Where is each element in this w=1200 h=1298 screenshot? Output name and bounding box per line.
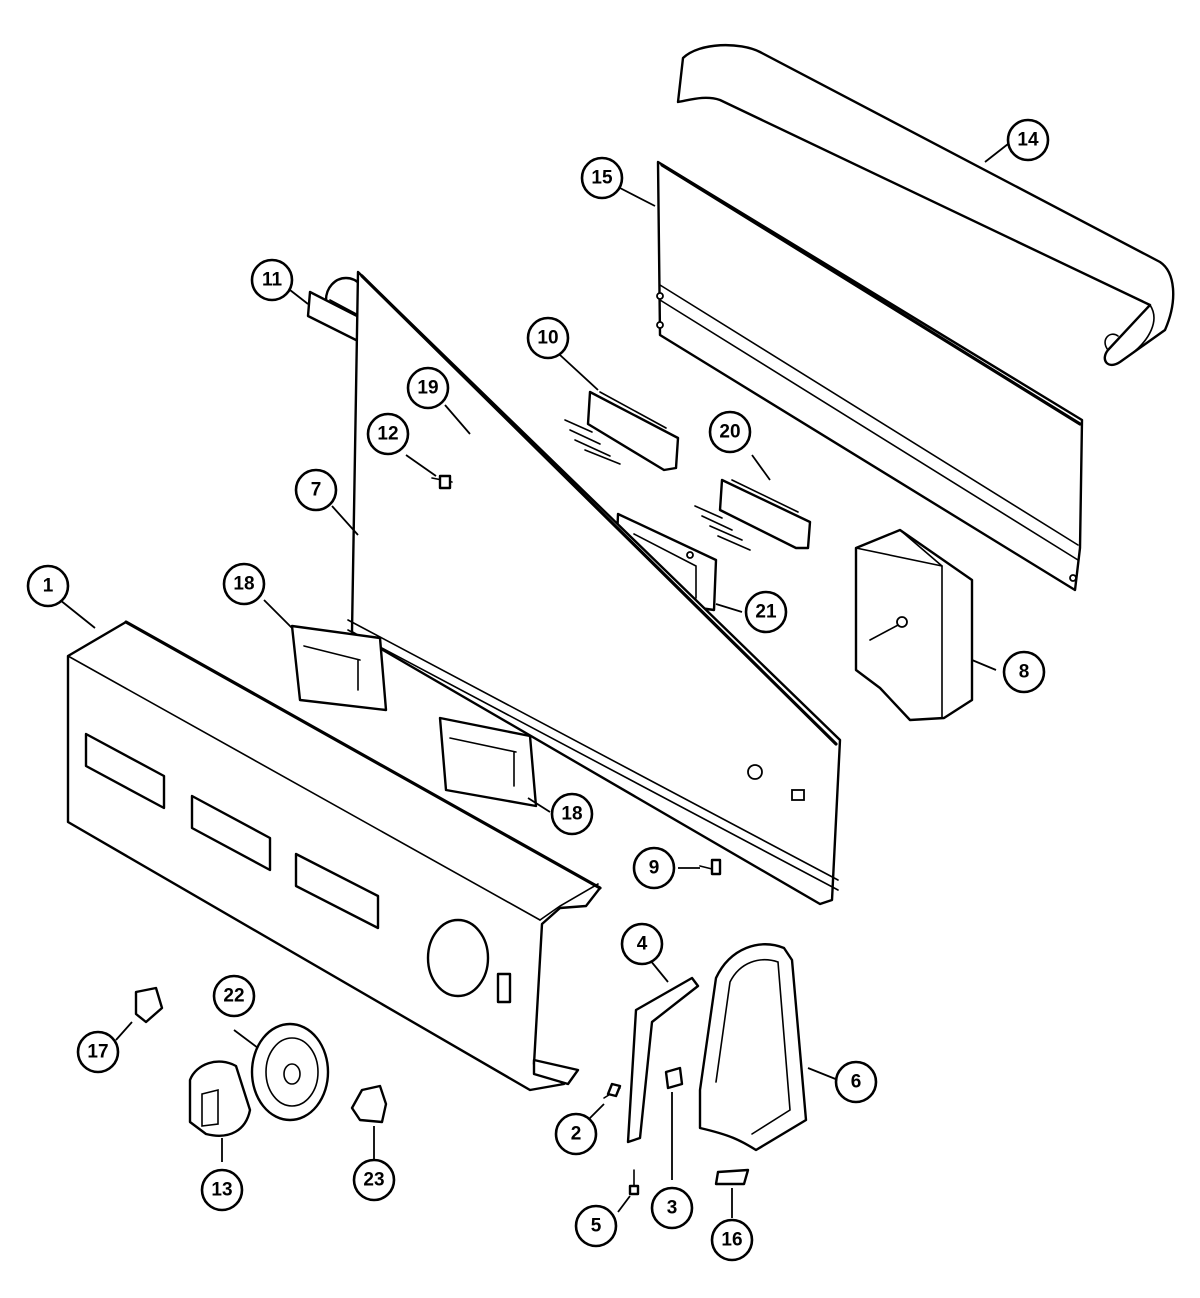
callout-label: 18 (561, 804, 582, 825)
part-13-dial-knob (188, 1060, 252, 1137)
callout-circle (708, 410, 752, 454)
callout-circle (212, 974, 256, 1018)
callout-circle (250, 258, 294, 302)
callout-circle (834, 1060, 878, 1104)
callout-label: 13 (211, 1180, 232, 1201)
callout-circle (1006, 118, 1050, 162)
callout-circle (76, 1030, 120, 1074)
part-9-screw (699, 858, 722, 876)
callout-circle (574, 1204, 618, 1248)
part-4-trim-strip (626, 976, 700, 1144)
callout-label: 17 (87, 1042, 108, 1063)
callout-label: 6 (851, 1072, 862, 1093)
part-20-switch-block (694, 478, 812, 551)
callout-1: 1 (26, 564, 70, 608)
callout-label: 23 (363, 1170, 384, 1191)
callout-13: 13 (200, 1168, 244, 1212)
callout-12: 12 (366, 412, 410, 456)
callout-circle (526, 316, 570, 360)
callout-16: 16 (710, 1218, 754, 1262)
callout-label: 4 (637, 934, 648, 955)
callout-label: 12 (377, 424, 398, 445)
callout-circle (294, 468, 338, 512)
callout-label: 15 (591, 168, 613, 189)
callout-6: 6 (834, 1060, 878, 1104)
callout-circle (580, 156, 624, 200)
callout-15: 15 (580, 156, 624, 200)
callout-2: 2 (554, 1112, 598, 1156)
callout-4: 4 (620, 922, 664, 966)
callout-18: 18 (222, 562, 266, 606)
callout-circle (620, 922, 664, 966)
leaders (59, 143, 1009, 1218)
callout-14: 14 (1006, 118, 1050, 162)
part-16-clip (714, 1168, 750, 1186)
callout-label: 20 (719, 422, 740, 443)
callout-3: 3 (650, 1186, 694, 1230)
callout-circle (554, 1112, 598, 1156)
callout-label: 8 (1019, 662, 1030, 683)
part-10-switch-block (564, 390, 680, 472)
callout-label: 5 (591, 1216, 602, 1237)
callout-circle (1002, 650, 1046, 694)
part-3-clip (664, 1066, 684, 1090)
callout-label: 10 (537, 328, 558, 349)
callout-circle (550, 792, 594, 836)
callout-label: 19 (417, 378, 438, 399)
callout-circle (26, 564, 70, 608)
callout-22: 22 (212, 974, 256, 1018)
callout-23: 23 (352, 1158, 396, 1202)
callout-17: 17 (76, 1030, 120, 1074)
part-5-screw (628, 1169, 640, 1196)
callout-label: 3 (667, 1198, 678, 1219)
callout-label: 1 (43, 576, 54, 597)
part-14-top-cover (676, 43, 1175, 367)
callout-circle (650, 1186, 694, 1230)
callout-circle (352, 1158, 396, 1202)
callout-circle (406, 366, 450, 410)
part-15-back-panel (656, 160, 1084, 592)
callout-9: 9 (632, 846, 676, 890)
callout-19: 19 (406, 366, 450, 410)
part-17-knob (134, 986, 164, 1024)
callout-circle (632, 846, 676, 890)
part-6-end-cap (698, 943, 808, 1152)
callout-circle (222, 562, 266, 606)
callout-label: 18 (233, 574, 254, 595)
callout-21: 21 (744, 590, 788, 634)
callout-label: 16 (721, 1230, 742, 1251)
callout-circle (710, 1218, 754, 1262)
part-23-clip (350, 1084, 388, 1124)
part-22-dial-bezel (250, 1022, 330, 1122)
callout-circle (200, 1168, 244, 1212)
part-18-button-upper (290, 624, 388, 712)
callout-label: 2 (571, 1124, 582, 1145)
callout-circle (366, 412, 410, 456)
callout-label: 7 (311, 480, 322, 501)
callout-label: 21 (755, 602, 777, 623)
callout-label: 11 (262, 270, 283, 291)
callout-11: 11 (250, 258, 294, 302)
part-18-button-lower (438, 716, 538, 808)
callout-label: 9 (649, 858, 660, 879)
callout-7: 7 (294, 468, 338, 512)
callout-8: 8 (1002, 650, 1046, 694)
part-7-inner-panel (347, 270, 842, 906)
callout-20: 20 (708, 410, 752, 454)
part-2-screw (603, 1082, 622, 1099)
part-1-console-panel (66, 620, 602, 1092)
callout-circle (744, 590, 788, 634)
callout-18: 18 (550, 792, 594, 836)
part-8-timer (854, 528, 974, 722)
callout-label: 14 (1017, 130, 1039, 151)
callout-5: 5 (574, 1204, 618, 1248)
part-12-screw (431, 474, 453, 490)
callout-label: 22 (223, 986, 244, 1007)
callout-10: 10 (526, 316, 570, 360)
